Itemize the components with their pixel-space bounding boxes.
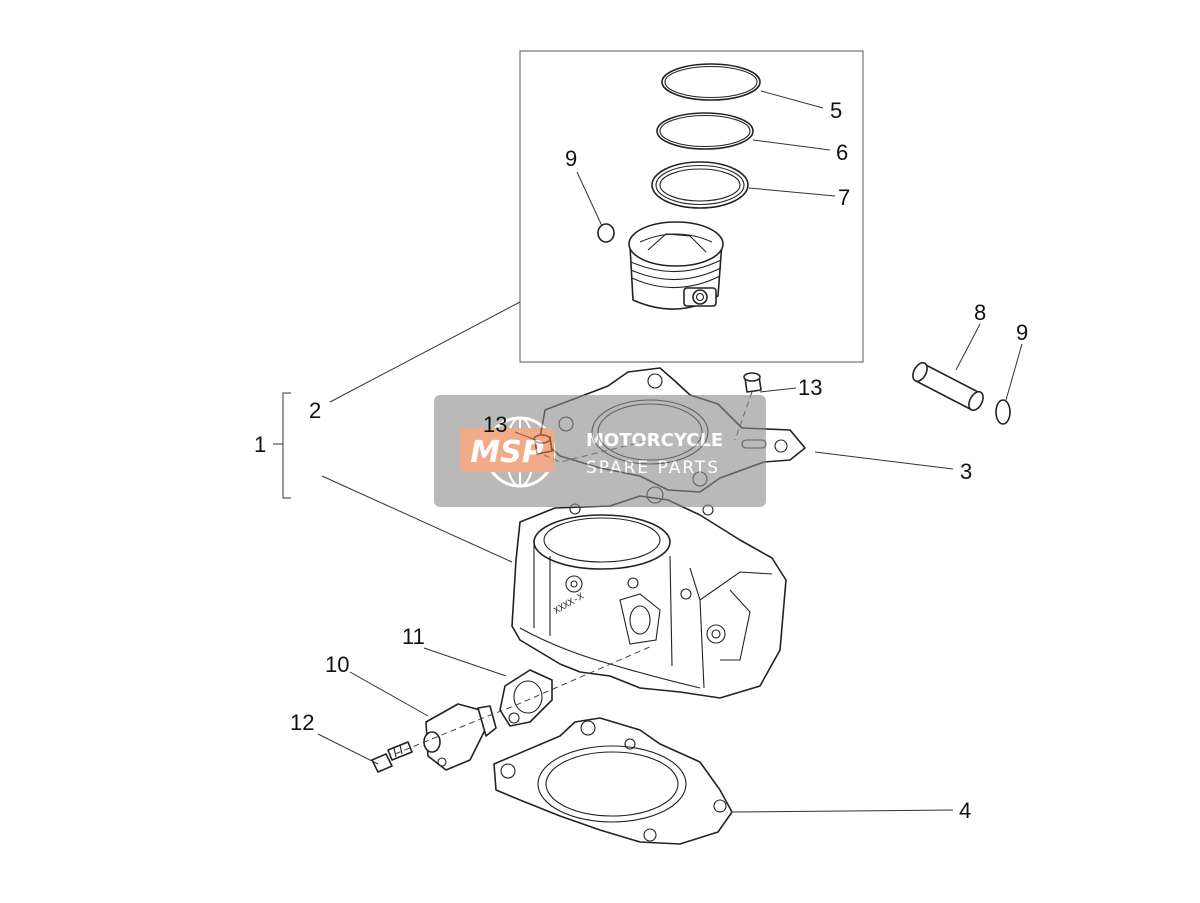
callout-9-pin: 9 (1016, 320, 1028, 345)
piston-ring-6 (656, 112, 754, 150)
leader-13-right (759, 387, 797, 393)
leader-9-box (576, 171, 603, 227)
leader-11 (423, 647, 507, 677)
circlip-9-pin (995, 399, 1011, 425)
callout-13-right: 13 (798, 375, 822, 400)
piston-pin-8 (912, 361, 984, 412)
callout-2: 2 (309, 398, 321, 423)
base-gasket-4 (493, 717, 733, 845)
callout-11: 11 (402, 624, 425, 649)
chain-tensioner-10 (423, 703, 497, 771)
callout-6: 6 (836, 140, 848, 165)
callout-12: 12 (290, 710, 314, 735)
piston-ring-5 (661, 63, 761, 101)
leader-3 (814, 451, 954, 470)
watermark-line1: MOTORCYCLE (586, 430, 723, 451)
leader-1-cylinder (321, 475, 513, 563)
leader-4 (732, 809, 954, 813)
callout-1: 1 (254, 432, 266, 457)
assembly-line-tensioner (394, 645, 653, 755)
bracket-assembly-1 (282, 392, 291, 499)
leader-7 (748, 187, 836, 197)
piston (628, 221, 724, 310)
callout-7: 7 (838, 185, 850, 210)
callout-5: 5 (830, 98, 842, 123)
watermark-panel (434, 395, 766, 507)
piston-ring-7 (651, 161, 749, 209)
piston-kit-box (519, 50, 864, 363)
callout-4: 4 (959, 798, 971, 823)
watermark: MSP MOTORCYCLE SPARE PARTS (434, 395, 766, 507)
leader-8 (955, 323, 981, 371)
bolt-12 (371, 741, 413, 773)
callout-8: 8 (974, 300, 986, 325)
watermark-badge (460, 428, 554, 472)
leader-9-pin (1005, 343, 1023, 401)
leader-12 (317, 733, 379, 765)
cylinder-block: XXXX-X (511, 486, 787, 699)
callout-3: 3 (960, 459, 972, 484)
callout-9-box: 9 (565, 146, 577, 171)
tensioner-gasket-11 (499, 669, 553, 727)
leader-6 (752, 139, 831, 151)
callout-13-left: 13 (483, 412, 507, 437)
callout-10: 10 (325, 652, 349, 677)
watermark-line2: SPARE PARTS (586, 458, 720, 478)
watermark-logo: MSP (470, 435, 543, 470)
dowel-13-right (743, 372, 762, 393)
leader-5 (760, 90, 824, 109)
circlip-9-box (597, 223, 615, 243)
leader-10 (349, 671, 429, 717)
leader-2 (329, 301, 521, 403)
